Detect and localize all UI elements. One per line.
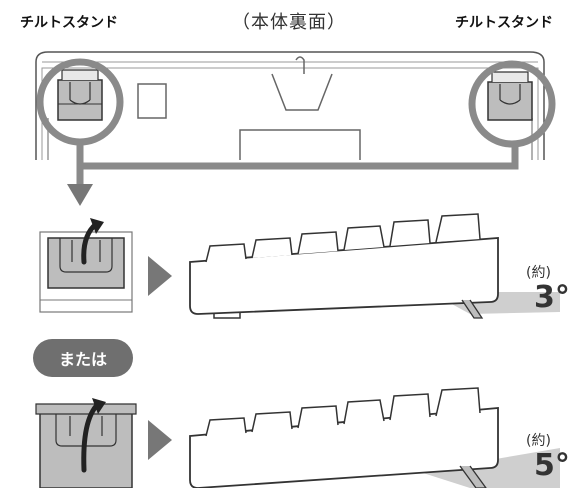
angle-approx-label-5: (約) bbox=[526, 433, 551, 449]
tilt-stand-label-right: チルトスタンド bbox=[455, 15, 553, 31]
or-badge: または bbox=[33, 339, 133, 377]
keyboard-underside bbox=[35, 51, 545, 160]
flip-arrow-icon-2 bbox=[92, 398, 106, 414]
tilt-stand-label-left: チルトスタンド bbox=[20, 15, 118, 31]
keyboard-side-3deg bbox=[189, 213, 560, 319]
flip-arrow-icon bbox=[90, 218, 104, 234]
view-title: （本体裏面） bbox=[232, 12, 346, 33]
angle-value-3: 3° bbox=[534, 280, 570, 315]
stand-detail-5deg bbox=[35, 398, 137, 488]
right-stand-closeup bbox=[487, 71, 533, 121]
right-arrow-icon-2 bbox=[148, 420, 172, 460]
connector-lines bbox=[76, 142, 519, 186]
left-stand-closeup bbox=[57, 69, 103, 121]
keyboard-side-5deg bbox=[189, 387, 560, 488]
right-arrow-icon bbox=[148, 256, 172, 296]
stand-detail-3deg bbox=[39, 218, 133, 313]
angle-approx-label-3: (約) bbox=[526, 265, 551, 281]
angle-value-5: 5° bbox=[534, 448, 570, 483]
down-arrow-icon bbox=[67, 184, 93, 206]
